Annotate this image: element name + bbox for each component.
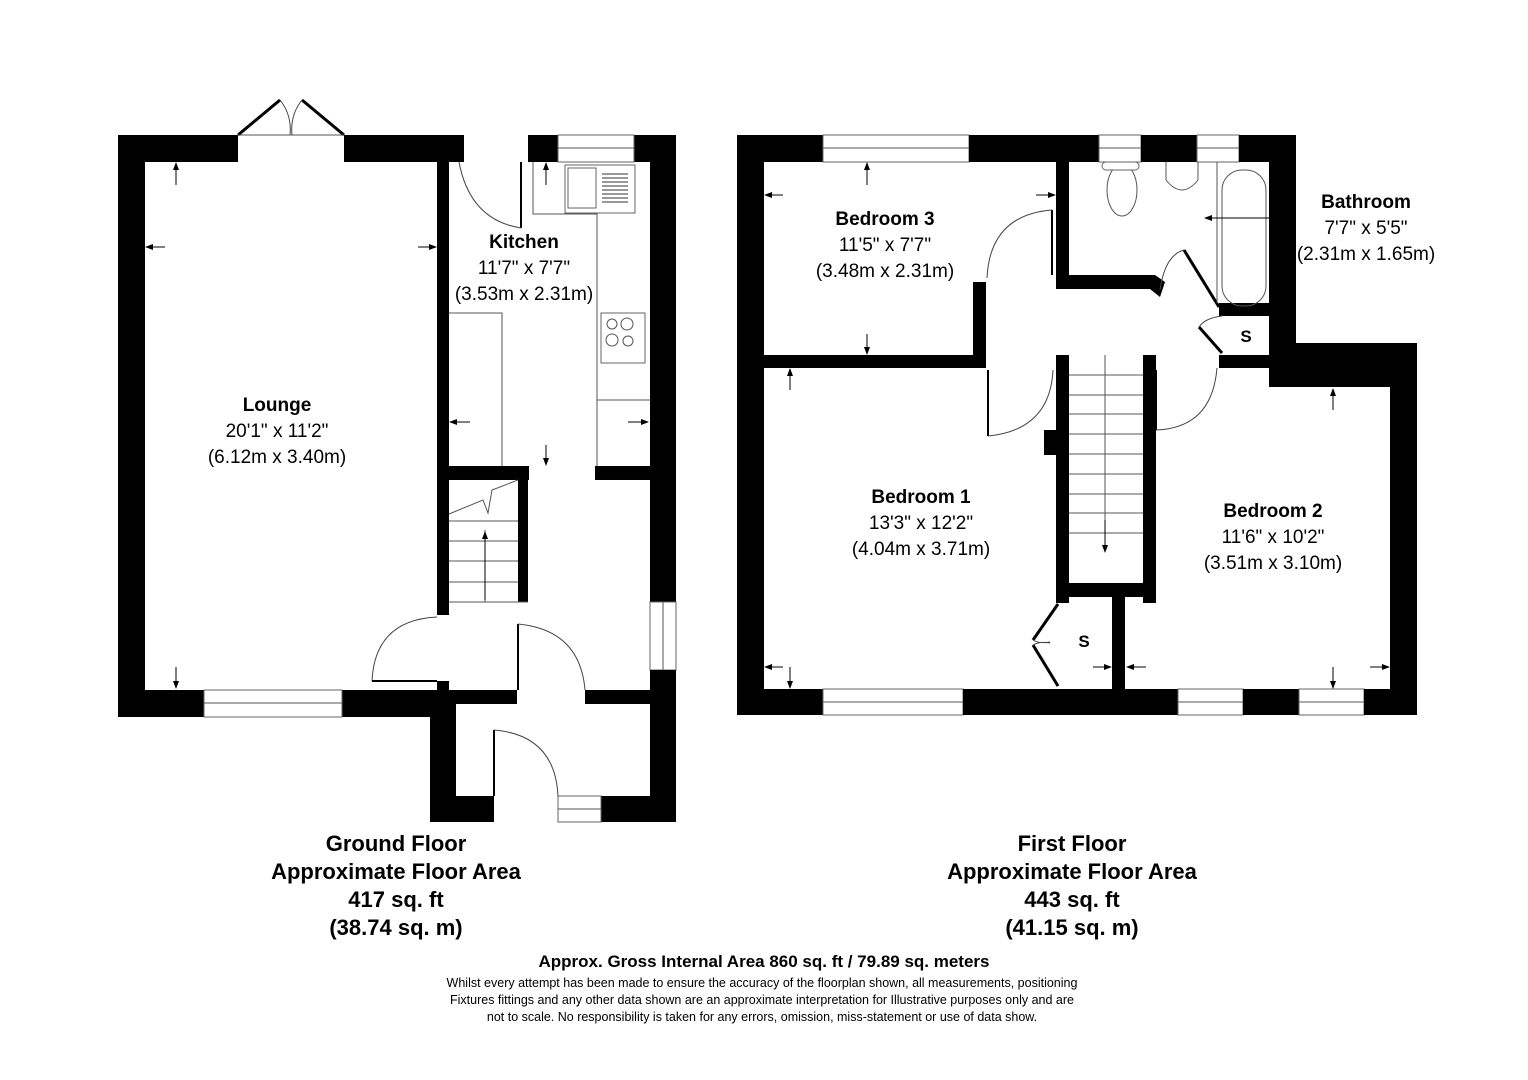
- room-name: Kitchen: [489, 232, 559, 253]
- room-name: Bedroom 1: [871, 487, 971, 508]
- room-dimensions-metric: (6.12m x 3.40m): [207, 447, 347, 468]
- room-label-bedroom-1: Bedroom 1 13'3" x 12'2" (4.04m x 3.71m): [852, 485, 990, 563]
- room-label-bathroom: Bathroom 7'7" x 5'5" (2.31m x 1.65m): [1297, 190, 1435, 268]
- room-label-bedroom-2: Bedroom 2 11'6" x 10'2" (3.51m x 3.10m): [1204, 499, 1342, 577]
- room-name: Bedroom 3: [835, 209, 935, 230]
- gross-internal-area: Approx. Gross Internal Area 860 sq. ft /…: [538, 952, 990, 971]
- room-dimensions-imperial: 11'5" x 7'7": [838, 235, 932, 256]
- room-name: Lounge: [242, 395, 312, 416]
- floor-area-label: Approximate Floor Area: [271, 859, 521, 884]
- disclaimer-line: Fixtures fittings and any other data sho…: [450, 993, 1074, 1007]
- room-dimensions-metric: (3.53m x 2.31m): [454, 284, 594, 305]
- storage-label: S: [1078, 632, 1090, 651]
- floor-area-label: Approximate Floor Area: [947, 859, 1197, 884]
- room-dimensions-imperial: 11'7" x 7'7": [477, 258, 571, 279]
- floor-area-sqft: 417 sq. ft: [348, 887, 444, 912]
- room-dimensions-metric: (4.04m x 3.71m): [851, 539, 991, 560]
- room-dimensions-imperial: 11'6" x 10'2": [1221, 527, 1325, 548]
- room-dimensions-imperial: 7'7" x 5'5": [1324, 218, 1408, 239]
- storage-label: S: [1240, 327, 1252, 346]
- room-label-kitchen: Kitchen 11'7" x 7'7" (3.53m x 2.31m): [455, 230, 593, 308]
- room-label-bedroom-3: Bedroom 3 11'5" x 7'7" (3.48m x 2.31m): [816, 207, 954, 285]
- room-dimensions-metric: (2.31m x 1.65m): [1296, 244, 1436, 265]
- room-name: Bathroom: [1321, 192, 1411, 213]
- room-dimensions-metric: (3.51m x 3.10m): [1203, 553, 1343, 574]
- floor-area-sqm: (38.74 sq. m): [329, 915, 463, 940]
- disclaimer: Whilst every attempt has been made to en…: [447, 975, 1078, 1026]
- floor-title: First Floor: [1017, 831, 1127, 856]
- room-dimensions-imperial: 13'3" x 12'2": [868, 513, 974, 534]
- room-dimensions-metric: (3.48m x 2.31m): [815, 261, 955, 282]
- floor-area-sqft: 443 sq. ft: [1024, 887, 1120, 912]
- first-floor-plan: [737, 134, 1417, 716]
- room-dimensions-imperial: 20'1" x 11'2": [225, 421, 329, 442]
- room-label-lounge: Lounge 20'1" x 11'2" (6.12m x 3.40m): [208, 393, 346, 471]
- floor-area-sqm: (41.15 sq. m): [1005, 915, 1139, 940]
- ground-floor-plan: [118, 98, 677, 823]
- ground-floor-summary: Ground Floor Approximate Floor Area 417 …: [271, 830, 521, 942]
- disclaimer-line: Whilst every attempt has been made to en…: [446, 976, 1078, 990]
- first-floor-summary: First Floor Approximate Floor Area 443 s…: [947, 830, 1197, 942]
- room-name: Bedroom 2: [1223, 501, 1323, 522]
- disclaimer-line: not to scale. No responsibility is taken…: [486, 1010, 1038, 1024]
- floor-title: Ground Floor: [325, 831, 467, 856]
